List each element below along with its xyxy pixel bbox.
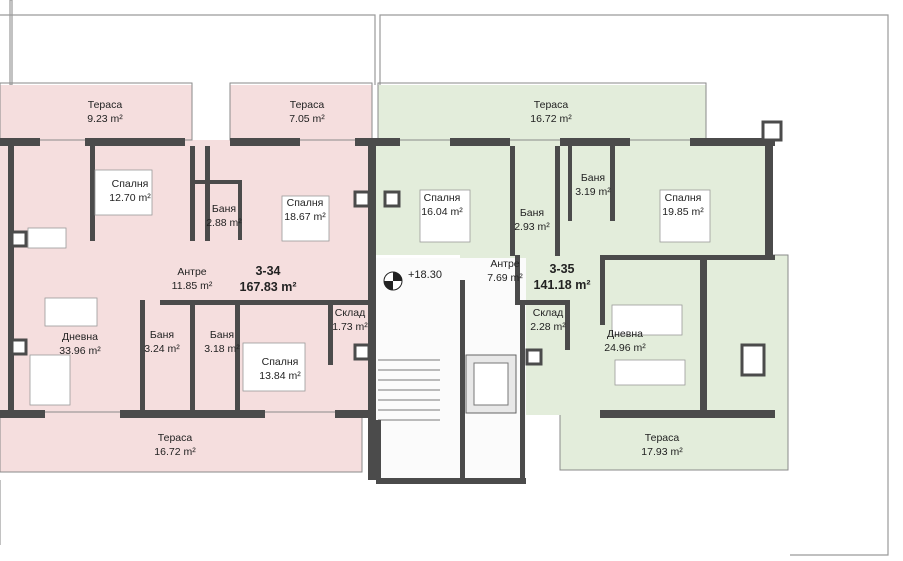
level-marker-icon xyxy=(383,271,403,291)
furniture xyxy=(27,169,711,406)
stairwell xyxy=(376,258,526,483)
chimney-icons xyxy=(10,120,783,377)
level-mark-text: +18.30 xyxy=(408,269,442,281)
walls xyxy=(0,138,775,484)
